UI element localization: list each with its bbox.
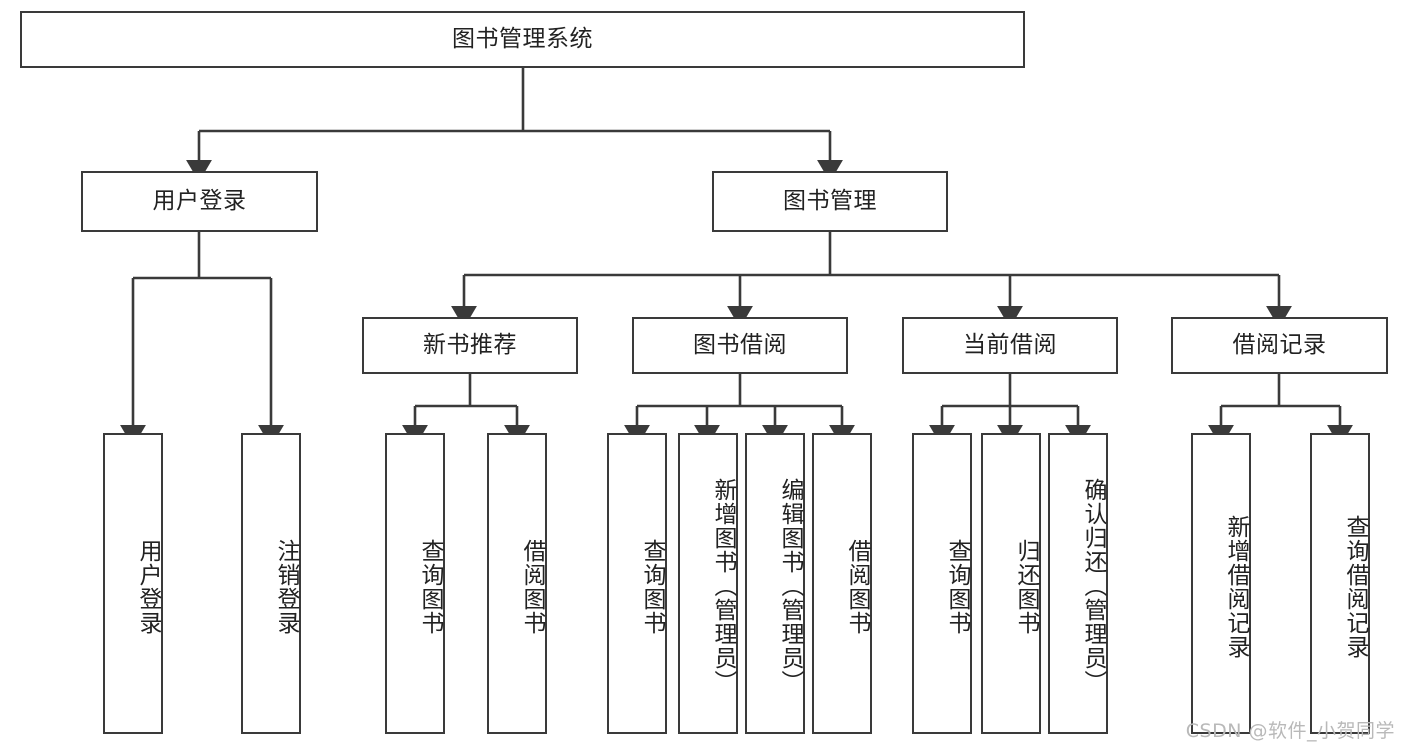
node-label: 查询借阅记录 <box>1342 514 1368 659</box>
node-book-borrow[interactable]: 图书借阅 <box>632 317 848 374</box>
node-label: 借阅记录 <box>1232 331 1327 358</box>
leaf-new-book-query[interactable]: 查询图书 <box>385 433 445 734</box>
leaf-current-borrow-confirm-admin[interactable]: 确认归还（管理员） <box>1048 433 1108 734</box>
node-label: 确认归还（管理员） <box>1080 477 1106 694</box>
leaf-new-book-borrow[interactable]: 借阅图书 <box>487 433 547 734</box>
node-label: 归还图书 <box>1013 538 1039 635</box>
node-label: 注销登录 <box>273 538 299 635</box>
node-label: 用户登录 <box>135 538 161 635</box>
leaf-user-login-login[interactable]: 用户登录 <box>103 433 163 734</box>
node-root-system[interactable]: 图书管理系统 <box>20 11 1025 68</box>
node-label: 当前借阅 <box>963 331 1057 358</box>
node-label: 新书推荐 <box>423 331 517 358</box>
leaf-book-borrow-add-admin[interactable]: 新增图书（管理员） <box>678 433 738 734</box>
node-label: 查询图书 <box>944 538 970 635</box>
csdn-watermark: CSDN @软件_小贺同学 <box>1185 720 1395 742</box>
leaf-current-borrow-query[interactable]: 查询图书 <box>912 433 972 734</box>
node-label: 图书管理系统 <box>452 25 593 52</box>
leaf-book-borrow-edit-admin[interactable]: 编辑图书（管理员） <box>745 433 805 734</box>
leaf-current-borrow-return[interactable]: 归还图书 <box>981 433 1041 734</box>
node-label: 借阅图书 <box>844 538 870 635</box>
node-label: 查询图书 <box>639 538 665 635</box>
leaf-user-login-logout[interactable]: 注销登录 <box>241 433 301 734</box>
leaf-borrow-record-query[interactable]: 查询借阅记录 <box>1310 433 1370 734</box>
node-label: 图书借阅 <box>693 331 787 358</box>
node-borrow-record[interactable]: 借阅记录 <box>1171 317 1388 374</box>
node-label: 查询图书 <box>417 538 443 635</box>
node-label: 编辑图书（管理员） <box>777 477 803 694</box>
node-user-login[interactable]: 用户登录 <box>81 171 318 232</box>
leaf-book-borrow-query[interactable]: 查询图书 <box>607 433 667 734</box>
node-label: 借阅图书 <box>519 538 545 635</box>
node-label: 新增借阅记录 <box>1223 514 1249 659</box>
node-label: 图书管理 <box>783 187 877 214</box>
node-label: 用户登录 <box>152 187 247 214</box>
leaf-borrow-record-add[interactable]: 新增借阅记录 <box>1191 433 1251 734</box>
node-current-borrow[interactable]: 当前借阅 <box>902 317 1118 374</box>
node-label: 新增图书（管理员） <box>710 477 736 694</box>
node-new-book-recommend[interactable]: 新书推荐 <box>362 317 578 374</box>
leaf-book-borrow-borrow[interactable]: 借阅图书 <box>812 433 872 734</box>
node-book-management[interactable]: 图书管理 <box>712 171 948 232</box>
